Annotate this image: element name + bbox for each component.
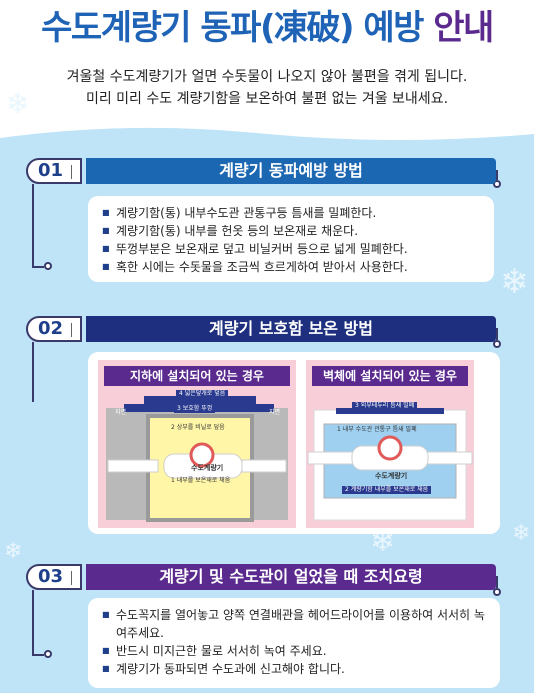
section3-card: 수도꼭지를 열어놓고 양쪽 연결배관을 헤어드라이어를 이용하여 서서히 녹여주… — [88, 598, 500, 688]
section3-title: 계량기 및 수도관이 얼었을 때 조치요령 — [86, 564, 496, 590]
section2-header: 02 계량기 보호함 보온 방법 — [26, 316, 496, 342]
label-fill-insulation: 2 계량기함 내부를 보온재로 채움 — [342, 486, 432, 494]
section1-header: 01 계량기 동파예방 방법 — [26, 158, 496, 184]
section1-list: 계량기함(통) 내부수도관 관통구등 틈새를 밀폐한다. 계량기함(통) 내부를… — [102, 204, 486, 276]
connector-line — [32, 266, 44, 268]
page-title: 수도계량기 동파(凍破) 예방 안내 — [0, 6, 534, 50]
section1-number: 01 — [26, 158, 82, 184]
label-meter: 수도계량기 — [375, 472, 408, 480]
label-ground-right: 지면 — [269, 409, 281, 416]
connector-dot — [44, 650, 52, 658]
connector-line — [496, 576, 498, 588]
label-lid: 3 보호함 뚜껑 — [174, 405, 216, 413]
section1-title: 계량기 동파예방 방법 — [86, 158, 496, 184]
list-item: 수도꼭지를 열어놓고 양쪽 연결배관을 헤어드라이어를 이용하여 서서히 녹여주… — [102, 606, 486, 642]
label-outer-seal: 3 외부테두리 틈새 밀폐 — [352, 402, 418, 410]
list-item: 혹한 시에는 수돗물을 조금씩 흐르게하여 받아서 사용한다. — [102, 258, 486, 276]
connector-dot — [493, 588, 501, 596]
snowflake-icon: ❄ — [512, 521, 531, 546]
label-cover: 4 넓은덮개로 덮음 — [176, 390, 229, 398]
section3-list: 수도꼭지를 열어놓고 양쪽 연결배관을 헤어드라이어를 이용하여 서서히 녹여주… — [102, 606, 486, 678]
label-ground-left: 지면 — [115, 409, 127, 416]
wall-panel-title: 벽체에 설치되어 있는 경우 — [312, 366, 468, 386]
list-item: 계량기함(통) 내부수도관 관통구등 틈새를 밀폐한다. — [102, 204, 486, 222]
list-item: 계량기가 동파되면 수도과에 신고해야 합니다. — [102, 660, 486, 678]
wall-diagram — [307, 408, 473, 521]
intro-line2: 미리 미리 수도 계량기함을 보온하여 불편 없는 겨울 보내세요. — [85, 91, 449, 107]
section2-title: 계량기 보호함 보온 방법 — [86, 316, 496, 342]
connector-line — [32, 654, 44, 656]
underground-panel: 지하에 설치되어 있는 경우 4 넓은덮개로 덮음 3 보호함 뚜껑 2 상부를… — [98, 360, 296, 528]
wall-panel: 벽체에 설치되어 있는 경우 3 외부테두리 틈새 밀폐 1 내부 수도관 관통… — [306, 360, 474, 528]
title-part1: 수도계량기 — [41, 8, 191, 48]
list-item: 반드시 미지근한 물로 서서히 녹여 주세요. — [102, 642, 486, 660]
list-item: 뚜껑부분은 보온재로 덮고 비닐커버 등으로 넓게 밀폐한다. — [102, 240, 486, 258]
snowflake-icon: ❄ — [500, 262, 529, 302]
title-part2: 동파(凍破) — [200, 8, 354, 48]
underground-diagram — [106, 396, 288, 522]
snowflake-icon: ❄ — [4, 539, 23, 564]
label-insulation: 1 내부를 보온재로 채움 — [171, 477, 231, 484]
section2-number: 02 — [26, 316, 82, 342]
connector-line — [32, 342, 34, 402]
section3-header: 03 계량기 및 수도관이 얼었을 때 조치요령 — [26, 564, 496, 590]
intro-text: 겨울철 수도계량기가 얼면 수돗물이 나오지 않아 불편을 겪게 됩니다. 미리… — [0, 66, 534, 110]
snowflake-icon: ❄ — [6, 87, 30, 120]
label-vinyl: 2 상부를 비닐로 덮음 — [171, 424, 225, 431]
list-item: 계량기함(통) 내부를 헌옷 등의 보온재로 채운다. — [102, 222, 486, 240]
connector-line — [496, 328, 498, 340]
connector-line — [496, 170, 498, 180]
intro-line1: 겨울철 수도계량기가 얼면 수돗물이 나오지 않아 불편을 겪게 됩니다. — [66, 69, 468, 85]
label-pipe-seal: 1 내부 수도관 관통구 틈새 밀폐 — [337, 426, 417, 433]
header-wave — [0, 112, 534, 140]
underground-panel-title: 지하에 설치되어 있는 경우 — [104, 366, 290, 386]
connector-line — [32, 184, 34, 266]
connector-line — [32, 590, 34, 654]
title-part4: 안내 — [433, 8, 494, 48]
label-meter: 수도계량기 — [191, 464, 224, 472]
connector-dot — [493, 180, 501, 188]
section3-number: 03 — [26, 564, 82, 590]
section1-card: 계량기함(통) 내부수도관 관통구등 틈새를 밀폐한다. 계량기함(통) 내부를… — [88, 196, 494, 282]
connector-dot — [493, 340, 501, 348]
title-part3: 예방 — [363, 8, 424, 48]
connector-dot — [44, 262, 52, 270]
